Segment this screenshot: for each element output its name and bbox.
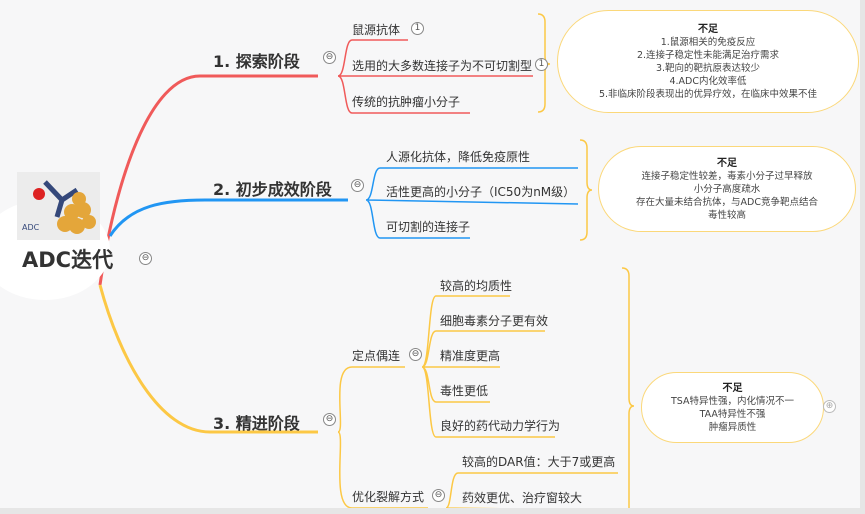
- note-line: 5.非临床阶段表现出的优异疗效，在临床中效果不佳: [598, 88, 818, 100]
- note-line: TSA特异性强，内化情况不一: [670, 395, 794, 407]
- stage-1-note[interactable]: 不足 1.鼠源相关的免疫反应 2.连接子稳定性未能满足治疗需求 3.靶向的靶抗原…: [557, 10, 859, 113]
- adc-antibody-icon: ADC: [22, 180, 96, 234]
- note-line: 4.ADC内化效率低: [669, 75, 747, 87]
- badge-2[interactable]: 1: [535, 58, 548, 71]
- stage-2-item[interactable]: 可切割的连接子: [386, 220, 471, 234]
- note-title: 不足: [722, 382, 743, 394]
- note-line: 1.鼠源相关的免疫反应: [660, 36, 756, 48]
- stage-3-note[interactable]: 不足 TSA特异性强，内化情况不一 TAA特异性不强 肿瘤异质性: [641, 372, 824, 443]
- note-line: 连接子稳定性较差，毒素小分子过早释放: [641, 170, 813, 182]
- stage-1-item[interactable]: 鼠源抗体: [352, 23, 401, 37]
- group-1-item[interactable]: 毒性更低: [440, 384, 489, 398]
- vertical-scrollbar[interactable]: [860, 0, 865, 514]
- collapse-group-2-icon[interactable]: ⊖: [432, 489, 445, 502]
- note-title: 不足: [698, 23, 718, 35]
- stage-1-title[interactable]: 1. 探索阶段: [213, 52, 300, 71]
- badge-1[interactable]: 1: [411, 22, 424, 35]
- root-topic[interactable]: ADC迭代: [22, 248, 114, 272]
- note-title: 不足: [717, 157, 737, 169]
- collapse-stage-3-icon[interactable]: ⊖: [323, 413, 336, 426]
- note-line: TAA特异性不强: [699, 408, 766, 420]
- stage-2-item[interactable]: 活性更高的小分子（IC50为nM级）: [386, 185, 576, 199]
- adc-illustration: ADC: [17, 172, 100, 240]
- note-line: 毒性较高: [707, 209, 746, 221]
- stage-3-title[interactable]: 3. 精进阶段: [213, 414, 300, 433]
- group-2-item[interactable]: 较高的DAR值：大于7或更高: [462, 455, 616, 469]
- note-line: 3.靶向的靶抗原表达较少: [655, 62, 761, 74]
- stage-1-item[interactable]: 选用的大多数连接子为不可切割型: [352, 59, 533, 73]
- expand-icon[interactable]: ⊕: [823, 400, 836, 413]
- group-1-item[interactable]: 细胞毒素分子更有效: [440, 314, 549, 328]
- group-cleavage[interactable]: 优化裂解方式: [352, 490, 425, 504]
- collapse-root-icon[interactable]: ⊖: [139, 252, 152, 265]
- note-line: 肿瘤异质性: [708, 421, 757, 433]
- group-site-specific[interactable]: 定点偶连: [352, 349, 401, 363]
- group-1-item[interactable]: 较高的均质性: [440, 279, 513, 293]
- horizontal-scrollbar[interactable]: [0, 508, 865, 514]
- group-2-item[interactable]: 药效更优、治疗窗较大: [462, 491, 583, 505]
- stage-1-item[interactable]: 传统的抗肿瘤小分子: [352, 95, 461, 109]
- stage-2-title[interactable]: 2. 初步成效阶段: [213, 180, 332, 199]
- note-line: 小分子高度疏水: [693, 183, 761, 195]
- group-1-item[interactable]: 良好的药代动力学行为: [440, 419, 561, 433]
- stage-2-note[interactable]: 不足 连接子稳定性较差，毒素小分子过早释放 小分子高度疏水 存在大量未结合抗体，…: [598, 146, 856, 232]
- note-line: 2.连接子稳定性未能满足治疗需求: [636, 49, 780, 61]
- note-line: 存在大量未结合抗体，与ADC竞争靶点结合: [636, 196, 818, 208]
- stage-2-item[interactable]: 人源化抗体，降低免疫原性: [386, 150, 531, 164]
- svg-text:ADC: ADC: [22, 223, 40, 232]
- collapse-group-1-icon[interactable]: ⊖: [409, 348, 422, 361]
- collapse-stage-2-icon[interactable]: ⊖: [351, 179, 364, 192]
- collapse-stage-1-icon[interactable]: ⊖: [323, 51, 336, 64]
- group-1-item[interactable]: 精准度更高: [440, 349, 501, 363]
